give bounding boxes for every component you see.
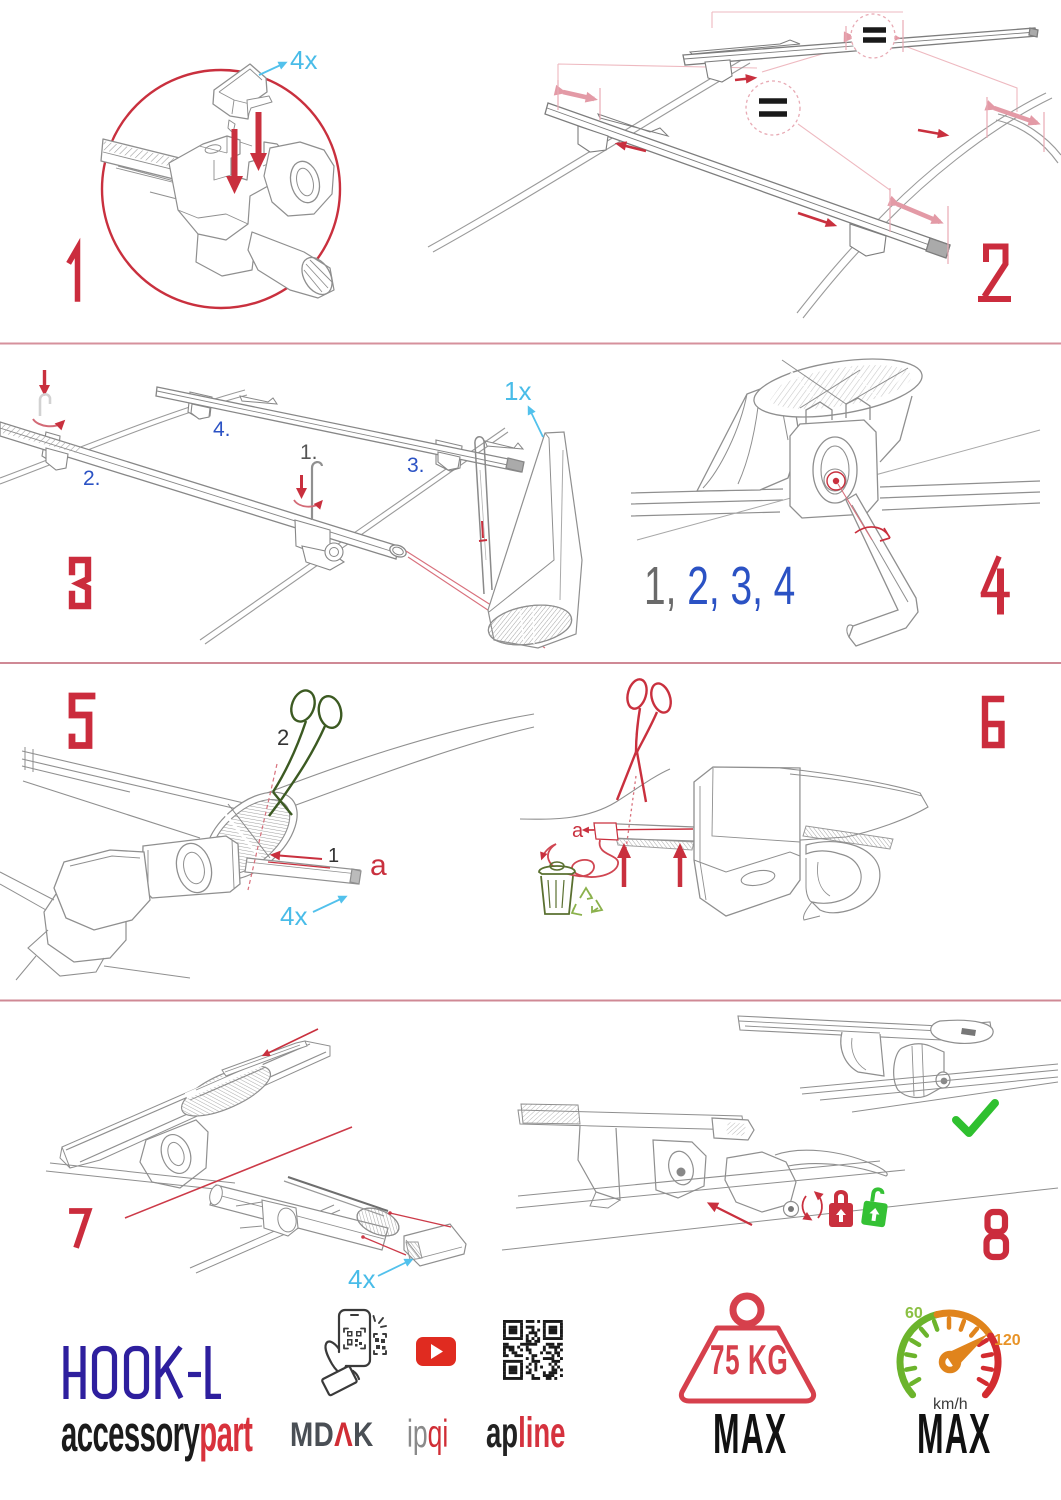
svg-text:60: 60	[905, 1305, 923, 1322]
svg-text:MAX: MAX	[713, 1401, 787, 1465]
svg-text:apline: apline	[486, 1408, 565, 1457]
svg-text:4.: 4.	[213, 418, 231, 441]
svg-text:4x: 4x	[348, 1264, 375, 1294]
svg-text:km/h: km/h	[933, 1396, 968, 1413]
svg-text:4x: 4x	[290, 45, 317, 75]
svg-text:2.: 2.	[83, 467, 101, 490]
svg-text:1: 1	[328, 845, 339, 867]
svg-text:a: a	[370, 849, 387, 882]
svg-text:1, 2, 3, 4: 1, 2, 3, 4	[644, 555, 795, 616]
svg-text:75 KG: 75 KG	[710, 1337, 788, 1384]
svg-text:4x: 4x	[280, 901, 307, 931]
svg-text:ipqi: ipqi	[407, 1413, 448, 1456]
svg-text:2: 2	[277, 725, 289, 750]
svg-text:3.: 3.	[407, 454, 425, 477]
svg-text:120: 120	[994, 1332, 1021, 1349]
svg-text:1x: 1x	[504, 376, 531, 406]
svg-text:MDΛK: MDΛK	[290, 1415, 374, 1453]
svg-text:accessorypart: accessorypart	[61, 1404, 253, 1462]
svg-text:a: a	[572, 820, 584, 842]
svg-text:1.: 1.	[300, 441, 318, 464]
svg-text:MAX: MAX	[917, 1401, 991, 1465]
